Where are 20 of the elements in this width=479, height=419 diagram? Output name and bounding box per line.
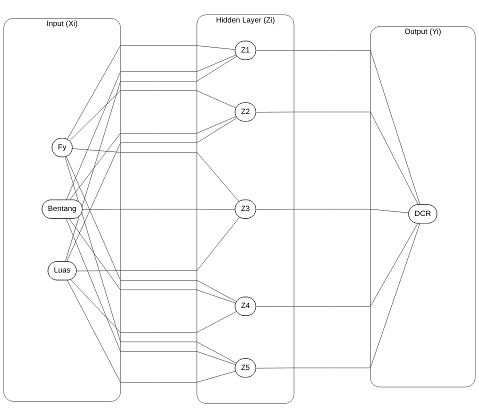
connector: [66, 218, 236, 366]
connector: [256, 209, 410, 214]
connector: [72, 148, 240, 202]
connector: [66, 156, 237, 302]
connector: [256, 112, 418, 206]
connector: [66, 118, 238, 262]
connector: [256, 224, 420, 369]
connector: [66, 46, 236, 140]
connector: [76, 217, 240, 272]
connector: [66, 54, 237, 201]
connector: [68, 218, 236, 304]
connector: [256, 224, 418, 308]
connector: [67, 280, 236, 383]
connector: [82, 209, 236, 210]
connector: [65, 56, 238, 262]
connector: [256, 50, 420, 206]
connector: [69, 90, 237, 142]
connector: [64, 157, 237, 364]
connector: [70, 280, 237, 333]
connector: [69, 116, 237, 201]
